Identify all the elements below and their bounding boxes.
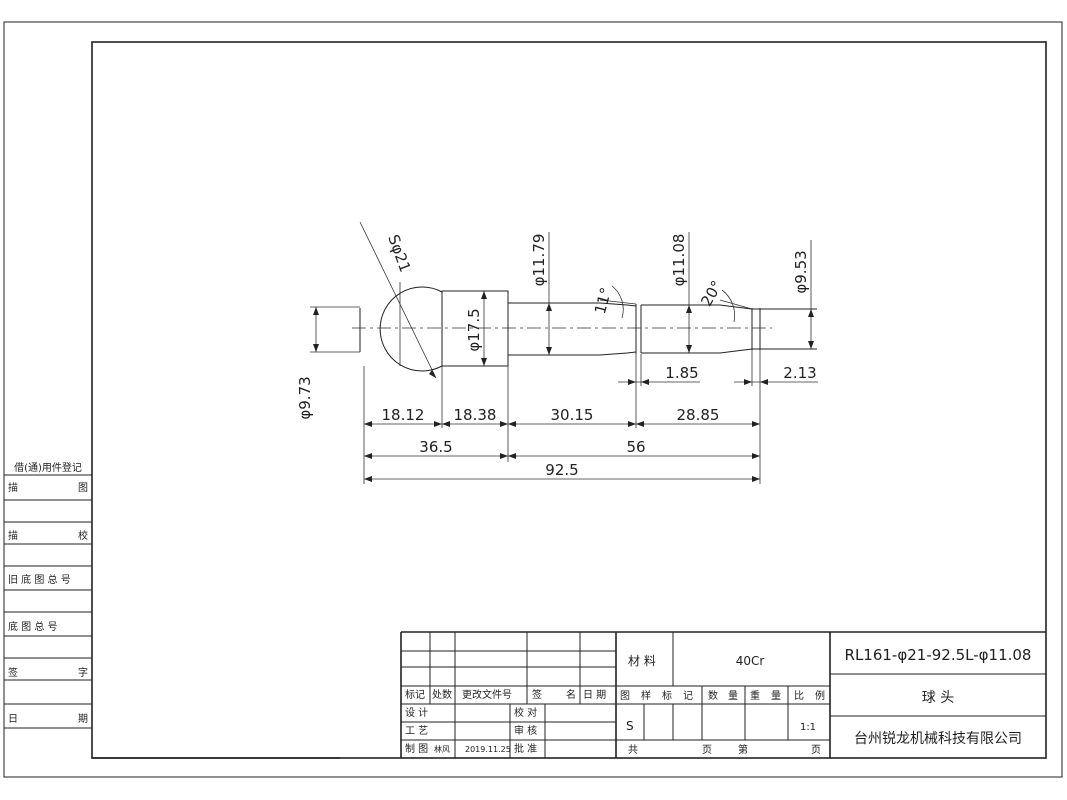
- register-row-a: 描: [8, 529, 18, 542]
- dim-shank2-diameter: φ11.08: [670, 234, 688, 287]
- register-row-a: 签: [8, 666, 18, 679]
- angle-leg: [599, 299, 637, 305]
- register-row-a: 日: [8, 714, 18, 725]
- dim-56: 56: [626, 438, 645, 456]
- rev-header: 日 期: [583, 689, 606, 701]
- title-block: 标记 处数 更改文件号 签 名 日 期 设 计 校 对 工 艺 审 核 制 图 …: [400, 631, 1046, 758]
- dim-30-15: 30.15: [551, 406, 594, 424]
- register-row-a: 底 图 总 号: [8, 620, 58, 633]
- dim-tip-diameter: φ9.53: [792, 250, 810, 293]
- ball-radius-leader: [359, 221, 437, 379]
- dim-ball-diameter: Sφ21: [384, 232, 414, 274]
- stage-header: 标: [662, 690, 672, 702]
- inner-border: [91, 41, 1047, 759]
- tip: [752, 308, 817, 350]
- rev-header: 处数: [432, 688, 452, 701]
- register-row-b: 期: [78, 713, 88, 725]
- dim-arrow: [481, 291, 487, 366]
- shank-1: [508, 302, 637, 356]
- shank-2: [641, 304, 753, 354]
- stage-header: 量: [728, 690, 738, 702]
- angle-leg: [719, 299, 753, 310]
- label-process: 工 艺: [405, 725, 428, 737]
- dim-1-85: 1.85: [665, 364, 698, 382]
- drawn-by: 林风: [434, 744, 450, 754]
- scale-value: 1:1: [800, 722, 816, 733]
- dim-left-diameter: φ9.73: [296, 376, 314, 419]
- label-approve: 批 准: [514, 742, 537, 755]
- left-register: 借(通)用件登记 描 图 描 校 旧 底 图 总 号 底 图 总 号 签 字 日…: [4, 461, 92, 729]
- stage-header: 比: [794, 690, 804, 702]
- part-name: 球 头: [922, 690, 954, 706]
- stage-header: 例: [815, 689, 825, 702]
- dim-18-38: 18.38: [454, 406, 497, 424]
- label-page: 页: [702, 744, 712, 756]
- stage-header: 样: [641, 689, 651, 702]
- label-total: 共: [628, 744, 638, 756]
- label-page: 页: [811, 744, 821, 756]
- dim-2-13: 2.13: [783, 364, 816, 382]
- material-value: 40Cr: [736, 654, 765, 668]
- dim-angle-11: 11°: [591, 286, 615, 316]
- label-drawn: 制 图: [405, 742, 428, 755]
- rev-header: 标记: [405, 689, 425, 701]
- outer-border: [3, 21, 1063, 778]
- rev-header: 名: [566, 688, 576, 701]
- register-row-a: 旧 底 图 总 号: [8, 573, 71, 586]
- stage-header: 图: [620, 690, 630, 702]
- company-name: 台州锐龙机械科技有限公司: [854, 731, 1022, 747]
- stage-value: S: [626, 719, 634, 733]
- dim-total-length: 92.5: [545, 461, 578, 479]
- register-row-b: 图: [78, 482, 88, 494]
- drawing-number: RL161-φ21-92.5L-φ11.08: [845, 646, 1032, 664]
- label-design: 设 计: [405, 706, 428, 719]
- dim-36-5: 36.5: [419, 438, 452, 456]
- ball-head: [379, 286, 443, 372]
- dim-shank1-diameter: φ11.79: [530, 234, 548, 287]
- dim-28-85: 28.85: [677, 406, 720, 424]
- register-title: 借(通)用件登记: [14, 461, 82, 474]
- drawn-date: 2019.11.25: [465, 745, 511, 754]
- angle-arc-20: [721, 289, 736, 323]
- dim-18-12: 18.12: [382, 406, 425, 424]
- label-sheet: 第: [738, 743, 748, 756]
- stage-header: 记: [683, 690, 693, 702]
- label-check: 校 对: [514, 706, 537, 719]
- rev-header: 更改文件号: [462, 688, 512, 701]
- label-material: 材 料: [628, 654, 656, 668]
- stage-header: 数: [708, 689, 718, 702]
- register-row-b: 校: [78, 529, 88, 542]
- dim-arrow: [808, 309, 814, 349]
- stage-header: 重: [750, 689, 760, 702]
- part-drawing: Sφ21 φ9.73 φ17.5 φ11.79 φ11.08 φ9.53 11°…: [296, 221, 818, 484]
- rev-header: 签: [532, 688, 542, 701]
- register-row-b: 字: [78, 666, 88, 679]
- label-review: 审 核: [514, 724, 537, 737]
- neck: [441, 290, 509, 367]
- stage-header: 量: [771, 690, 781, 702]
- ball-leader-arrow: [429, 370, 436, 378]
- register-row-a: 描: [8, 481, 18, 494]
- angle-arc-11: [611, 285, 624, 319]
- dim-neck-diameter: φ17.5: [465, 308, 483, 351]
